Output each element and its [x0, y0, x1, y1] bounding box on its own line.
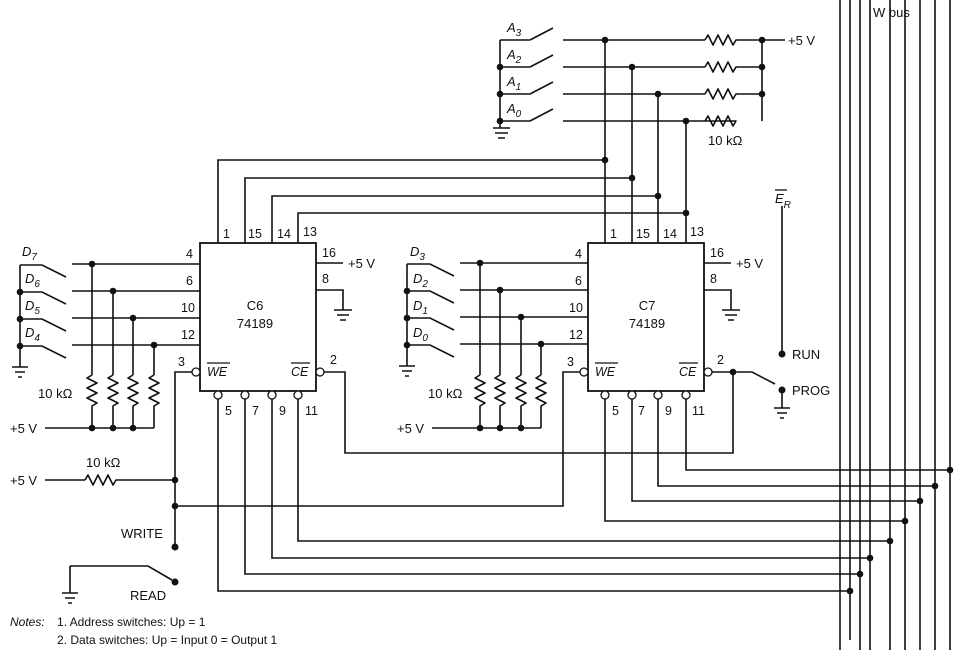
- c7-name: C7: [639, 298, 656, 313]
- switch-d4-label: D4: [25, 325, 40, 344]
- switch-a3-label: A3: [506, 20, 522, 39]
- notes-line-1: 1. Address switches: Up = 1: [57, 615, 206, 629]
- c7-ce-label: CE: [679, 365, 697, 379]
- switch-a0-label: A0: [506, 101, 522, 120]
- c6-pin2: 2: [330, 353, 337, 367]
- w-bus-label: W bus: [873, 5, 910, 20]
- switch-d3-label: D3: [410, 244, 425, 263]
- c7-pin15: 15: [636, 227, 650, 241]
- c7-pin9: 9: [665, 404, 672, 418]
- c6-pin4: 4: [186, 247, 193, 261]
- run-label: RUN: [792, 347, 820, 362]
- c7-pin1: 1: [610, 227, 617, 241]
- notes: Notes: 1. Address switches: Up = 1 2. Da…: [10, 615, 277, 647]
- c6-part: 74189: [237, 316, 273, 331]
- c7-pin4: 4: [575, 247, 582, 261]
- c7-pin13: 13: [690, 225, 704, 239]
- write-resistor-label: 10 kΩ: [86, 455, 121, 470]
- data-switch-bank-high: D7 D6 D5 D4 +5 V 10 kΩ: [10, 244, 200, 436]
- c6-pin12: 12: [181, 328, 195, 342]
- c7-part: 74189: [629, 316, 665, 331]
- c6-pin6: 6: [186, 274, 193, 288]
- c6-pin15: 15: [248, 227, 262, 241]
- switch-d5-label: D5: [25, 298, 40, 317]
- c7-pin5: 5: [612, 404, 619, 418]
- write-vcc-label: +5 V: [10, 473, 37, 488]
- c7-pin10: 10: [569, 301, 583, 315]
- c6-pin8: 8: [322, 272, 329, 286]
- c6-ce-label: CE: [291, 365, 309, 379]
- c6-name: C6: [247, 298, 264, 313]
- d-lo-resistor-label: 10 kΩ: [428, 386, 463, 401]
- switch-d7-label: D7: [22, 244, 37, 263]
- switch-d2-label: D2: [413, 271, 428, 290]
- d-hi-vcc-label: +5 V: [10, 421, 37, 436]
- c6-pin5: 5: [225, 404, 232, 418]
- er-label: ER: [775, 191, 791, 211]
- c6-pin3: 3: [178, 355, 185, 369]
- w-bus: W bus: [839, 0, 951, 650]
- d-lo-vcc-label: +5 V: [397, 421, 424, 436]
- c7-pin2: 2: [717, 353, 724, 367]
- read-label: READ: [130, 588, 166, 603]
- c7-pin11: 11: [692, 404, 705, 418]
- addr-vcc-label: +5 V: [788, 33, 815, 48]
- data-switch-bank-low: D3 D2 D1 D0 +5 V 10 kΩ: [397, 244, 588, 436]
- c6-pin7: 7: [252, 404, 259, 418]
- c6-pin9: 9: [279, 404, 286, 418]
- switch-a2-label: A2: [506, 47, 522, 66]
- chip-c7: C7 74189 1 15 14 13 4 6 10 12 16 8 3 2 5…: [567, 225, 763, 418]
- c7-pin8: 8: [710, 272, 717, 286]
- output-wiring: [217, 399, 954, 595]
- write-label: WRITE: [121, 526, 163, 541]
- switch-a1-label: A1: [506, 74, 521, 93]
- control-circuit: +5 V 10 kΩ WRITE READ ER RUN PROG: [10, 189, 830, 604]
- c7-vcc-label: +5 V: [736, 256, 763, 271]
- d-hi-resistor-label: 10 kΩ: [38, 386, 73, 401]
- switch-d0-label: D0: [413, 325, 428, 344]
- c7-pin12: 12: [569, 328, 583, 342]
- c7-pin3: 3: [567, 355, 574, 369]
- chip-c6: C6 74189 1 15 14 13 4 6 10 12 16 8 3 2 5…: [178, 225, 375, 418]
- c6-we-label: WE: [207, 365, 228, 379]
- c7-we-label: WE: [595, 365, 616, 379]
- c6-pin14: 14: [277, 227, 291, 241]
- c6-pin1: 1: [223, 227, 230, 241]
- notes-line-2: 2. Data switches: Up = Input 0 = Output …: [57, 633, 277, 647]
- c6-pin11: 11: [305, 404, 318, 418]
- c6-pin13: 13: [303, 225, 317, 239]
- c7-pin14: 14: [663, 227, 677, 241]
- switch-d6-label: D6: [25, 271, 40, 290]
- notes-heading: Notes:: [10, 615, 45, 629]
- address-switch-bank: A3 A2 A1 A0 +5 V 10 kΩ: [217, 20, 815, 243]
- c6-pin10: 10: [181, 301, 195, 315]
- c7-pin7: 7: [638, 404, 645, 418]
- c7-pin6: 6: [575, 274, 582, 288]
- c7-pin16: 16: [710, 246, 724, 260]
- c6-vcc-label: +5 V: [348, 256, 375, 271]
- prog-label: PROG: [792, 383, 830, 398]
- switch-d1-label: D1: [413, 298, 428, 317]
- addr-resistor-label: 10 kΩ: [708, 133, 743, 148]
- c6-pin16: 16: [322, 246, 336, 260]
